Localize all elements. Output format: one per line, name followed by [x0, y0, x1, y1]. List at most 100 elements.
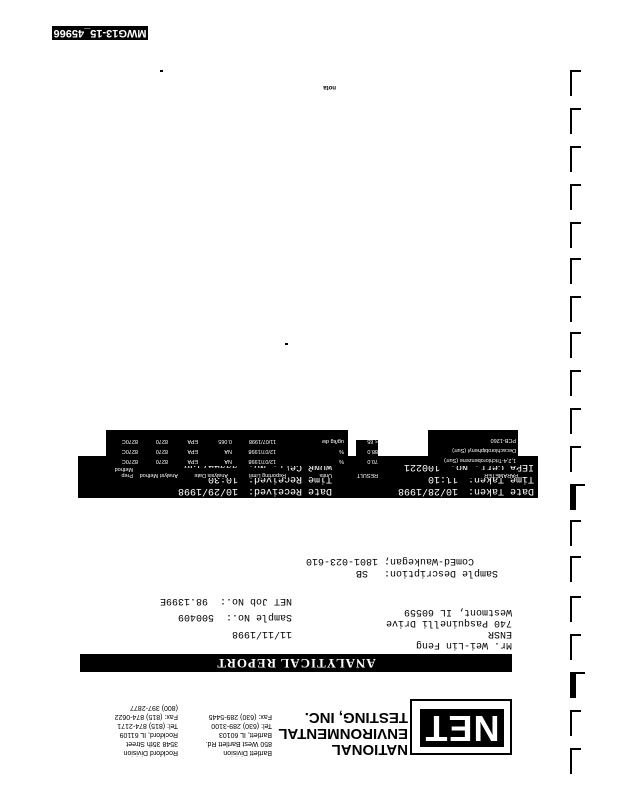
binding-tick	[570, 446, 581, 472]
param-name: 1,2,4-Trichlorobenzene (Surr)	[444, 457, 516, 463]
binding-tick	[570, 146, 581, 172]
prep-method: 8270C	[121, 438, 138, 444]
result-column: 70.0 88.0 < 65	[356, 438, 378, 466]
net-logo: NET	[410, 699, 512, 755]
analyst: EPA	[187, 458, 198, 464]
binding-tick	[570, 520, 581, 546]
sample-description-row: Sample Description: SB	[78, 566, 498, 578]
binding-tick	[570, 370, 581, 396]
table-header: PARAMETER RESULT Units Reporting Limit A…	[106, 466, 518, 480]
prep-method: 8270C	[121, 448, 138, 454]
col-header-label: RESULT	[356, 472, 378, 478]
recipient-street: 740 Pasquinelli Drive	[385, 617, 512, 628]
division-phone: (800) 397-2877	[130, 704, 178, 711]
doc-id-stamp: MWG13-15_45966	[52, 26, 148, 40]
stray-mark	[160, 70, 163, 72]
method: 8270	[155, 448, 168, 454]
binding-tick	[570, 748, 581, 774]
division-name: Bartlett Division	[223, 749, 272, 756]
analysis-date: 11/07/1998	[248, 438, 276, 444]
date-received-label: Date Received:	[247, 485, 332, 496]
report-title: ANALYTICAL REPORT	[216, 656, 376, 671]
method: 8270	[155, 438, 168, 444]
company-name-line3: TESTING, INC.	[304, 709, 408, 726]
binding-tick	[570, 596, 581, 622]
date-taken-label: Date Taken:	[467, 485, 534, 496]
recipient-name: Mr. Wei-Lin Feng	[415, 639, 512, 650]
col-header-label: Reporting Limit	[249, 472, 286, 478]
division-fax: Fax: (815) 874-0622	[114, 713, 178, 720]
division-name: Rockford Division	[123, 749, 178, 756]
division-address: Bartlett, IL 60103	[218, 731, 272, 738]
reporting-limit: 0.065	[218, 438, 232, 444]
division-tel: Tel: (815) 874-2171	[117, 722, 178, 729]
units: ug/kg dw	[321, 438, 344, 444]
sample-no-label: Sample No.:	[225, 611, 292, 622]
param-column: 1,2,4-Trichlorobenzene (Surr) Decachloro…	[428, 430, 518, 466]
result-value: < 65	[367, 438, 378, 444]
binding-tick	[570, 70, 581, 96]
method: 8270	[155, 458, 168, 464]
net-job-value: 98.1399E	[159, 595, 208, 606]
col-header-label: Units	[319, 472, 332, 478]
detail-columns: % 12/07/1998 NA EPA 8270 8270C % 12/07/1…	[106, 430, 348, 466]
col-header-group: Reporting Limit Analysis Date Analyst Me…	[106, 466, 288, 478]
binding-tick	[570, 258, 581, 284]
page-mark: nota	[323, 84, 336, 90]
col-header: RESULT	[356, 470, 378, 478]
recipient-company: ENSR	[487, 628, 512, 639]
binding-tick	[570, 484, 585, 510]
division-rockford: Rockford Division 3548 35th Street Rockf…	[86, 703, 178, 757]
date-received-value: 10/29/1998	[177, 485, 238, 496]
binding-tick	[570, 222, 581, 248]
col-header: PARAMETER	[448, 470, 518, 478]
division-address: 850 West Bartlett Rd.	[205, 740, 272, 747]
table-row: % 12/07/1998 NA EPA 8270 8270C	[106, 456, 348, 466]
letterhead: NET NATIONAL ENVIRONMENTAL TESTING, INC.…	[80, 695, 512, 758]
date-taken-row: Date Taken: 10/28/1998	[398, 484, 534, 496]
company-name-line1: NATIONAL	[331, 741, 408, 758]
division-fax: Fax: (630) 289-5445	[208, 713, 272, 720]
doc-id: MWG13-15_45966	[53, 27, 147, 39]
binding-tick	[570, 108, 581, 134]
col-header-label: Analyst	[159, 472, 178, 478]
sample-info-box: Sample Description: SB ComEd-Waukegan; 1…	[78, 500, 498, 578]
sample-location-row: ComEd-Waukegan; 1801-023-610	[78, 554, 474, 566]
binding-tick	[570, 710, 581, 736]
result-value: 70.0	[367, 458, 378, 464]
result-value: 88.0	[367, 448, 378, 454]
sample-description-value: SB	[355, 567, 368, 578]
logo-text: NET	[420, 708, 504, 749]
sample-no-value: 500409	[177, 611, 214, 622]
reporting-limit: NA	[224, 458, 232, 464]
binding-tick	[570, 184, 581, 210]
col-header-label: Method	[139, 472, 158, 478]
analyst: EPA	[187, 438, 198, 444]
units: %	[339, 458, 344, 464]
division-bartlett: Bartlett Division 850 West Bartlett Rd. …	[184, 712, 272, 757]
sample-description-label: Sample Description:	[383, 567, 498, 578]
net-job-label: NET Job No.:	[219, 595, 292, 606]
binding-tick	[570, 556, 581, 582]
division-tel: Tel: (630) 289-3100	[211, 722, 272, 729]
sample-location: ComEd-Waukegan; 1801-023-610	[305, 555, 474, 566]
sample-no-row: Sample No.: 500409	[178, 611, 292, 622]
col-header-label: Analysis Date	[194, 472, 228, 478]
units: %	[339, 448, 344, 454]
table-row: % 12/07/1998 NA EPA 8270 8270C	[106, 446, 348, 456]
col-header: Units	[312, 470, 332, 478]
param-name: Decachlorobiphenyl (Surr)	[452, 447, 516, 453]
division-address: 3548 35th Street	[126, 740, 178, 747]
analyst: EPA	[187, 448, 198, 454]
binding-tick	[570, 296, 581, 322]
recipient-city: Westmont, IL 60559	[403, 606, 512, 617]
binding-tick	[570, 332, 581, 358]
col-header-label: PARAMETER	[484, 472, 518, 478]
binding-tick	[570, 634, 581, 660]
company-name-line2: ENVIRONMENTAL	[278, 725, 408, 742]
prep-method: 8270C	[121, 458, 138, 464]
analysis-date: 12/07/1998	[248, 448, 276, 454]
division-address: Rockford, IL 61109	[119, 731, 178, 738]
net-job-row: NET Job No.: 98.1399E	[160, 595, 292, 606]
